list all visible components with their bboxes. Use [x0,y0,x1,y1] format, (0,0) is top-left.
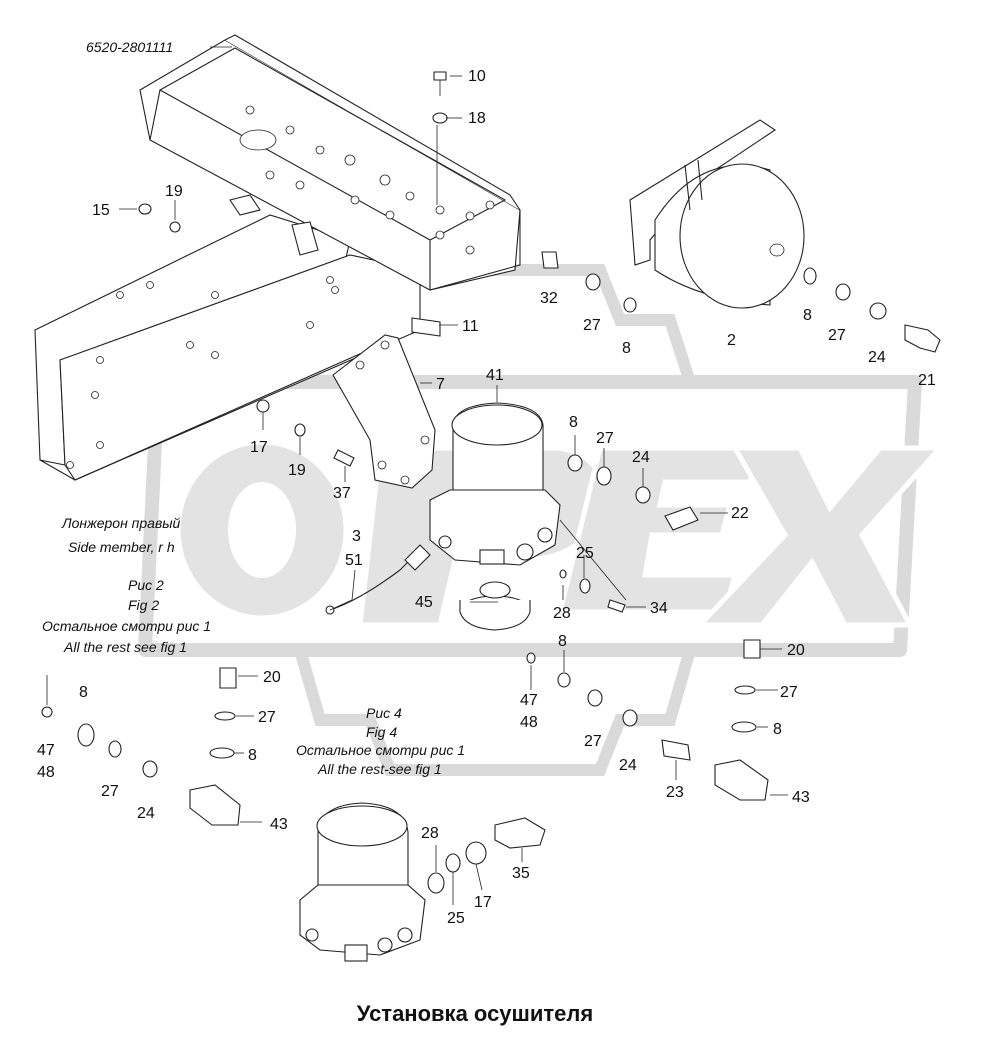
callout-45: 45 [415,594,433,611]
callout-43: 43 [792,789,810,806]
callout-7: 7 [436,376,445,393]
callout-8: 8 [558,633,567,650]
callout-27: 27 [596,430,614,447]
callout-17: 17 [250,439,268,456]
callout-48: 48 [37,764,55,781]
callout-27: 27 [584,733,602,750]
air-receiver-tank [629,119,805,309]
callout-20: 20 [787,642,805,659]
callout-19: 19 [165,183,183,200]
callout-41: 41 [486,367,504,384]
callout-24: 24 [619,757,637,774]
callout-34: 34 [650,600,668,617]
diagram-title: Установка осушителя [357,1001,593,1026]
callout-32: 32 [540,290,558,307]
callout-27: 27 [780,684,798,701]
callout-25: 25 [447,910,465,927]
callout-37: 37 [333,485,351,502]
rest1-ru: Остальное смотри рис 1 [42,618,211,634]
callout-47: 47 [37,742,55,759]
callout-24: 24 [632,449,650,466]
filter-cartridge [459,581,531,631]
fig4-ru: Рис 4 [366,705,402,721]
air-dryer-fig4 [299,802,426,962]
side-member-ru: Лонжерон правый [61,515,181,531]
callout-27: 27 [101,783,119,800]
callout-27: 27 [583,317,601,334]
callout-22: 22 [731,505,749,522]
mounting-plate [332,334,436,489]
callout-17: 17 [474,894,492,911]
callout-48: 48 [520,714,538,731]
callout-8: 8 [79,684,88,701]
side-member-en: Side member, r h [68,539,175,555]
callout-19: 19 [288,462,306,479]
fig2-ru: Рис 2 [128,577,164,593]
callout-2: 2 [727,332,736,349]
rest4-ru: Остальное смотри рис 1 [296,742,465,758]
callout-28: 28 [421,825,439,842]
callout-15: 15 [92,202,110,219]
fig4-en: Fig 4 [366,724,397,740]
frame-part-number: 6520-2801111 [86,39,173,55]
callout-25: 25 [576,545,594,562]
fig2-en: Fig 2 [128,597,159,613]
callout-10: 10 [468,68,486,85]
callout-27: 27 [258,709,276,726]
callout-18: 18 [468,110,486,127]
callout-labels: 10 18 15 19 32 27 8 2 8 27 24 21 11 7 41… [37,68,936,927]
callout-8: 8 [622,340,631,357]
callout-24: 24 [868,349,886,366]
notes: 6520-2801111 Лонжерон правый Side member… [42,39,465,777]
callout-35: 35 [512,865,530,882]
callout-8: 8 [773,721,782,738]
callout-8: 8 [569,414,578,431]
callout-20: 20 [263,669,281,686]
callout-21: 21 [918,372,936,389]
rest4-en: All the rest-see fig 1 [317,761,442,777]
callout-8: 8 [248,747,257,764]
callout-8: 8 [803,307,812,324]
rest1-en: All the rest see fig 1 [63,639,187,655]
air-dryer [429,402,561,566]
callout-51: 51 [345,552,363,569]
callout-27: 27 [828,327,846,344]
callout-24: 24 [137,805,155,822]
callout-11: 11 [462,318,479,335]
callout-43: 43 [270,816,288,833]
callout-23: 23 [666,784,684,801]
callout-47: 47 [520,692,538,709]
side-member-frame [34,34,521,481]
callout-28: 28 [553,605,571,622]
leader-lines [46,46,788,905]
callout-3: 3 [352,528,361,545]
